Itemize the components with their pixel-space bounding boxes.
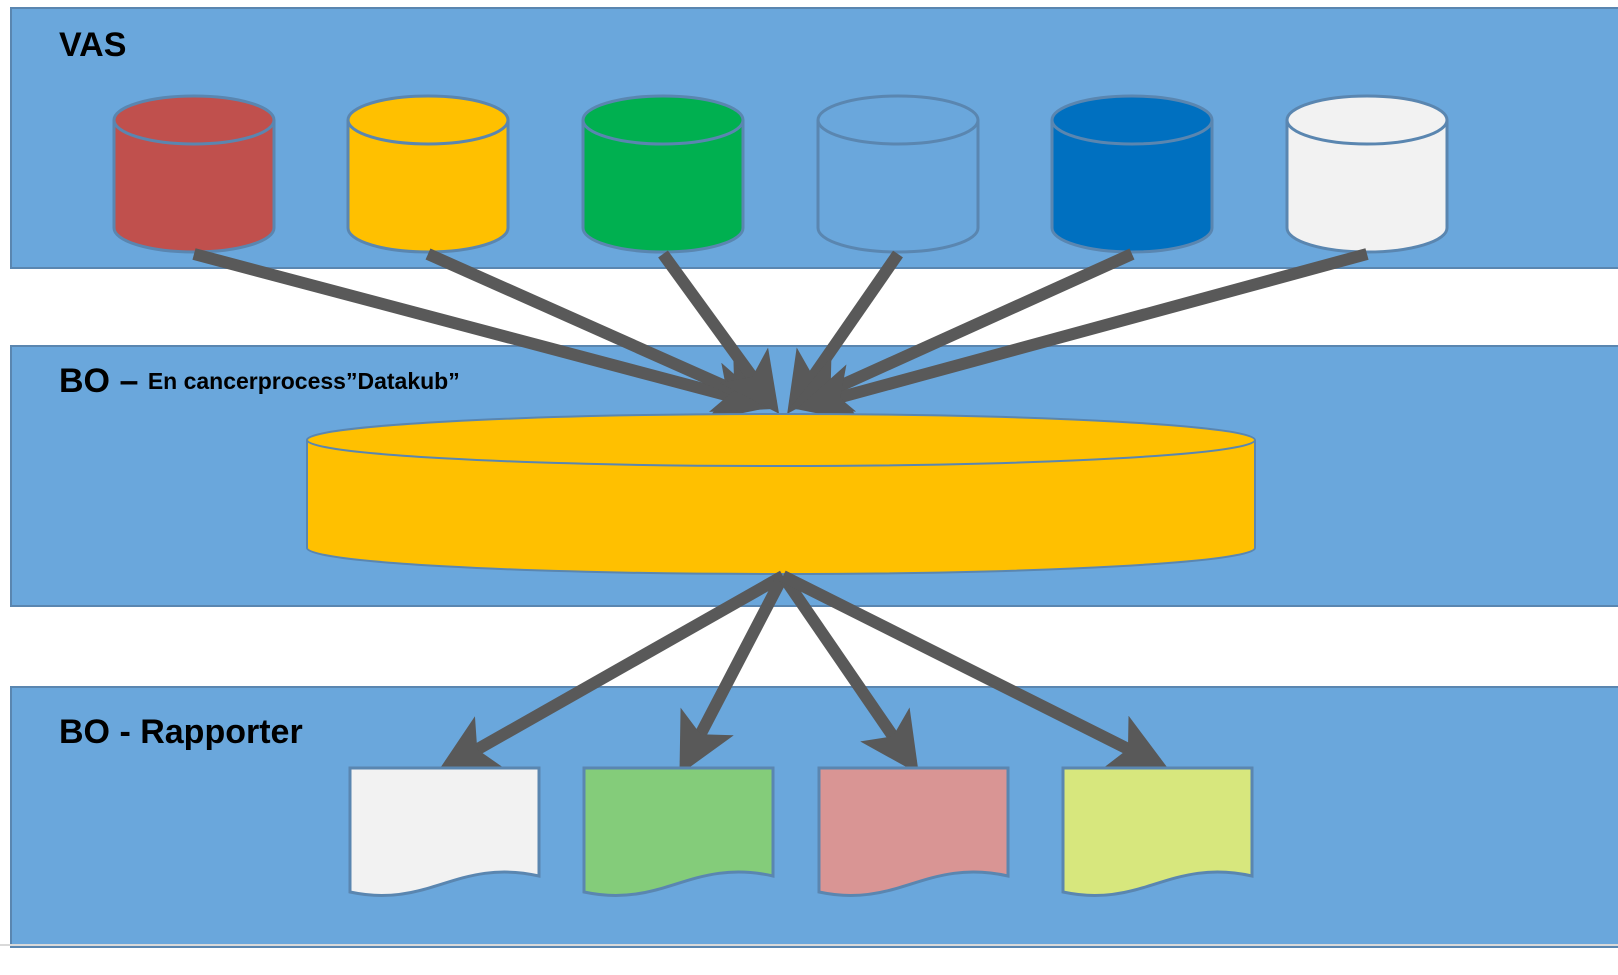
database-cylinder-icon xyxy=(816,94,980,254)
database-cylinder-icon xyxy=(346,94,510,254)
flow-arrow xyxy=(780,570,1169,770)
database-cylinder-icon xyxy=(112,94,276,254)
document-icon xyxy=(817,766,1010,897)
datacube-layer-subtitle: En cancerprocess”Datakub” xyxy=(147,368,460,394)
document-icon xyxy=(348,766,541,897)
datacube-layer-title-main: BO – xyxy=(59,362,139,400)
footer-divider xyxy=(0,944,1618,946)
datacube-layer-title: BO – En cancerprocess”Datakub” xyxy=(59,362,460,401)
datacube-top xyxy=(306,413,1256,467)
datacube-disk-icon xyxy=(306,413,1256,575)
document-icon xyxy=(582,766,775,897)
database-cylinder-icon xyxy=(581,94,745,254)
database-cylinder-icon xyxy=(1050,94,1214,254)
arrows-to-datacube xyxy=(192,248,1369,423)
flow-arrow xyxy=(679,573,789,775)
arrows-to-reports xyxy=(437,570,1169,775)
document-icon xyxy=(1061,766,1254,897)
vas-layer-title: VAS xyxy=(59,26,127,64)
flow-arrow xyxy=(778,572,919,774)
source-databases xyxy=(112,94,1449,254)
report-documents xyxy=(348,766,1254,897)
reports-layer xyxy=(10,686,1618,948)
flow-arrow xyxy=(425,248,776,412)
flow-arrow xyxy=(658,250,780,414)
flow-arrow xyxy=(796,248,1369,423)
reports-layer-title: BO - Rapporter xyxy=(59,713,303,751)
flow-arrow xyxy=(437,570,786,772)
database-cylinder-icon xyxy=(1285,94,1449,254)
flow-arrow xyxy=(192,248,772,421)
